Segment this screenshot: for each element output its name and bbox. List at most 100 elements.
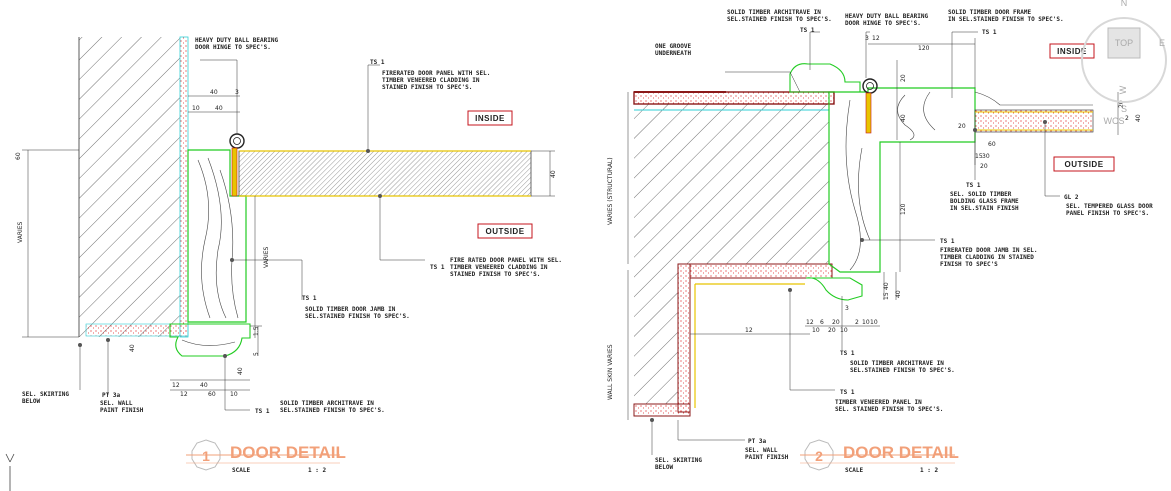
scale-value-1: 1 : 2 xyxy=(308,467,326,474)
dim-r-10: 20 xyxy=(980,163,988,170)
dim-r-12: 30 xyxy=(982,153,990,160)
viewcube-e[interactable]: E xyxy=(1159,38,1165,48)
dim-r-26: 10 xyxy=(870,319,878,326)
note-groove-a: ONE GROOVE xyxy=(655,43,692,50)
dim-r-15: 120 xyxy=(900,203,907,215)
architrave-bottom-2 xyxy=(805,277,863,301)
dim-l-5: 40 xyxy=(550,170,557,178)
note-jamb-1a: SOLID TIMBER DOOR JAMB IN xyxy=(305,306,396,313)
hinge-icon xyxy=(229,133,245,149)
note-fire-panel-bottom-c: STAINED FINISH TO SPEC'S. xyxy=(450,271,540,278)
note-fire-panel-top-a: FIRERATED DOOR PANEL WITH SEL. xyxy=(382,70,490,77)
dim-r-11: 15 xyxy=(975,153,983,160)
dim-r-3: 20 xyxy=(900,74,907,82)
door-jamb xyxy=(187,149,247,323)
dim-l-12: 60 xyxy=(208,391,216,398)
note-jamb-1b: SEL.STAINED FINISH TO SPEC'S. xyxy=(305,313,410,320)
dim-varies-jamb: VARIES xyxy=(263,246,270,268)
outside-box-2 xyxy=(1053,156,1115,172)
glass-panel xyxy=(974,109,1094,133)
dim-l-2: 40 xyxy=(215,105,223,112)
plaster-skin-2 xyxy=(677,263,691,413)
dim-r-19: 6 xyxy=(820,319,824,326)
outside-box-1 xyxy=(477,223,533,239)
detail-number-1: 1 xyxy=(202,448,210,464)
tag-fire-panel-bottom: TS 1 xyxy=(430,264,445,271)
viewcube[interactable]: TOP N E W S WCS xyxy=(1081,0,1167,126)
note-wall-1b: PAINT FINISH xyxy=(100,407,144,414)
dim-r-6: 2 xyxy=(1125,115,1129,122)
note-architrave-1b: SEL.STAINED FINISH TO SPEC'S. xyxy=(280,407,385,414)
note-glass-frame-b: BOLDING GLASS FRAME xyxy=(950,198,1019,205)
dim-r-24: 20 xyxy=(832,319,840,326)
dim-r-5: 20 xyxy=(1118,100,1125,108)
note-jamb-2c: FINISH TO SPEC'S xyxy=(940,261,998,268)
dimension-lines-1 xyxy=(22,95,555,391)
dim-r-21: 10 xyxy=(812,327,820,334)
outside-label-2: OUTSIDE xyxy=(1064,160,1103,169)
tag-frame: TS 1 xyxy=(982,29,997,36)
scale-label-2: SCALE xyxy=(845,467,863,474)
note-architrave-1a: SOLID TIMBER ARCHITRAVE IN xyxy=(280,400,374,407)
door-panel xyxy=(238,150,532,197)
dim-l-17: 40 xyxy=(237,367,244,375)
dim-l-1: 10 xyxy=(192,105,200,112)
dim-r-25: 10 xyxy=(862,319,870,326)
note-wall-2a: SEL. WALL xyxy=(745,447,778,454)
dim-l-15: 1.5 xyxy=(253,326,260,336)
note-skirting-1a: SEL. SKIRTING xyxy=(22,391,69,398)
dim-r-1: 12 xyxy=(872,35,880,42)
note-architrave-bottom-b: SEL.STAINED FINISH TO SPEC'S. xyxy=(850,367,955,374)
detail-number-2: 2 xyxy=(815,448,823,464)
note-fire-panel-top-b: TIMBER VENEERED CLADDING IN xyxy=(382,77,480,84)
note-architrave-bottom-a: SOLID TIMBER ARCHITRAVE IN xyxy=(850,360,944,367)
note-wall-1a: SEL. WALL xyxy=(100,400,133,407)
inside-box-1 xyxy=(467,110,513,126)
dim-r-28: 2 xyxy=(855,319,859,326)
tag-architrave-top: TS 1 xyxy=(800,27,815,34)
tag-veneer: TS 1 xyxy=(840,389,855,396)
inside-label-2: INSIDE xyxy=(1057,47,1087,56)
dim-r-18: 12 xyxy=(806,319,814,326)
title-block-2: 2 DOOR DETAIL SCALE 1 : 2 xyxy=(800,439,959,474)
dim-r-4: 40 xyxy=(900,114,907,122)
dim-r-7: 40 xyxy=(1135,114,1142,122)
note-jamb-2a: FIRERATED DOOR JAMB IN SEL. xyxy=(940,247,1038,254)
dim-l-7: 40 xyxy=(129,344,136,352)
wall-hatch xyxy=(79,37,180,337)
architrave-top-2 xyxy=(789,63,861,93)
note-fire-panel-bottom-a: FIRE RATED DOOR PANEL WITH SEL. xyxy=(450,257,562,264)
note-hinge-2b: DOOR HINGE TO SPEC'S. xyxy=(845,20,921,27)
brick-top xyxy=(633,91,835,105)
detail-title-1: DOOR DETAIL xyxy=(230,443,346,462)
dim-l-16: 5 xyxy=(253,352,260,356)
plaster-skin xyxy=(179,36,189,338)
viewcube-top-face[interactable] xyxy=(1107,27,1141,59)
note-glass-frame-c: IN SEL.STAIN FINISH xyxy=(950,205,1019,212)
viewcube-wcs[interactable]: WCS xyxy=(1104,116,1125,126)
dim-r-13: 40 xyxy=(883,282,890,290)
detail-title-2: DOOR DETAIL xyxy=(843,443,959,462)
dim-l-8: 12 xyxy=(172,382,180,389)
note-glass-frame-a: SEL. SOLID TIMBER xyxy=(950,191,1012,198)
note-fire-panel-top-c: STAINED FINISH TO SPEC'S. xyxy=(382,84,472,91)
note-veneer-b: SEL. STAINED FINISH TO SPEC'S. xyxy=(835,406,943,413)
dim-l-9: 40 xyxy=(200,382,208,389)
wall-hatch-2 xyxy=(634,104,829,264)
dim-r-8: 20 xyxy=(958,123,966,130)
note-skirting-1b: BELOW xyxy=(22,398,40,405)
hinge-icon-2 xyxy=(862,78,878,94)
viewcube-s[interactable]: S xyxy=(1121,104,1127,114)
detail-1: INSIDE OUTSIDE HEAVY DUTY BALL BEARING D… xyxy=(15,36,562,474)
viewcube-n[interactable]: N xyxy=(1121,0,1128,8)
note-hinge-1a: HEAVY DUTY BALL BEARING xyxy=(195,37,278,44)
note-veneer-a: TIMBER VENEERED PANEL IN xyxy=(835,399,922,406)
note-skirting-2a: SEL. SKIRTING xyxy=(655,457,702,464)
note-wall-2b: PAINT FINISH xyxy=(745,454,789,461)
note-frame-a: SOLID TIMBER DOOR FRAME xyxy=(948,9,1031,16)
dim-l-13: 10 xyxy=(230,391,238,398)
note-jamb-2b: TIMBER CLADDING IN STAINED xyxy=(940,254,1034,261)
note-architrave-top-a: SOLID TIMBER ARCHITRAVE IN xyxy=(727,9,821,16)
viewcube-w[interactable]: W xyxy=(1118,85,1128,94)
